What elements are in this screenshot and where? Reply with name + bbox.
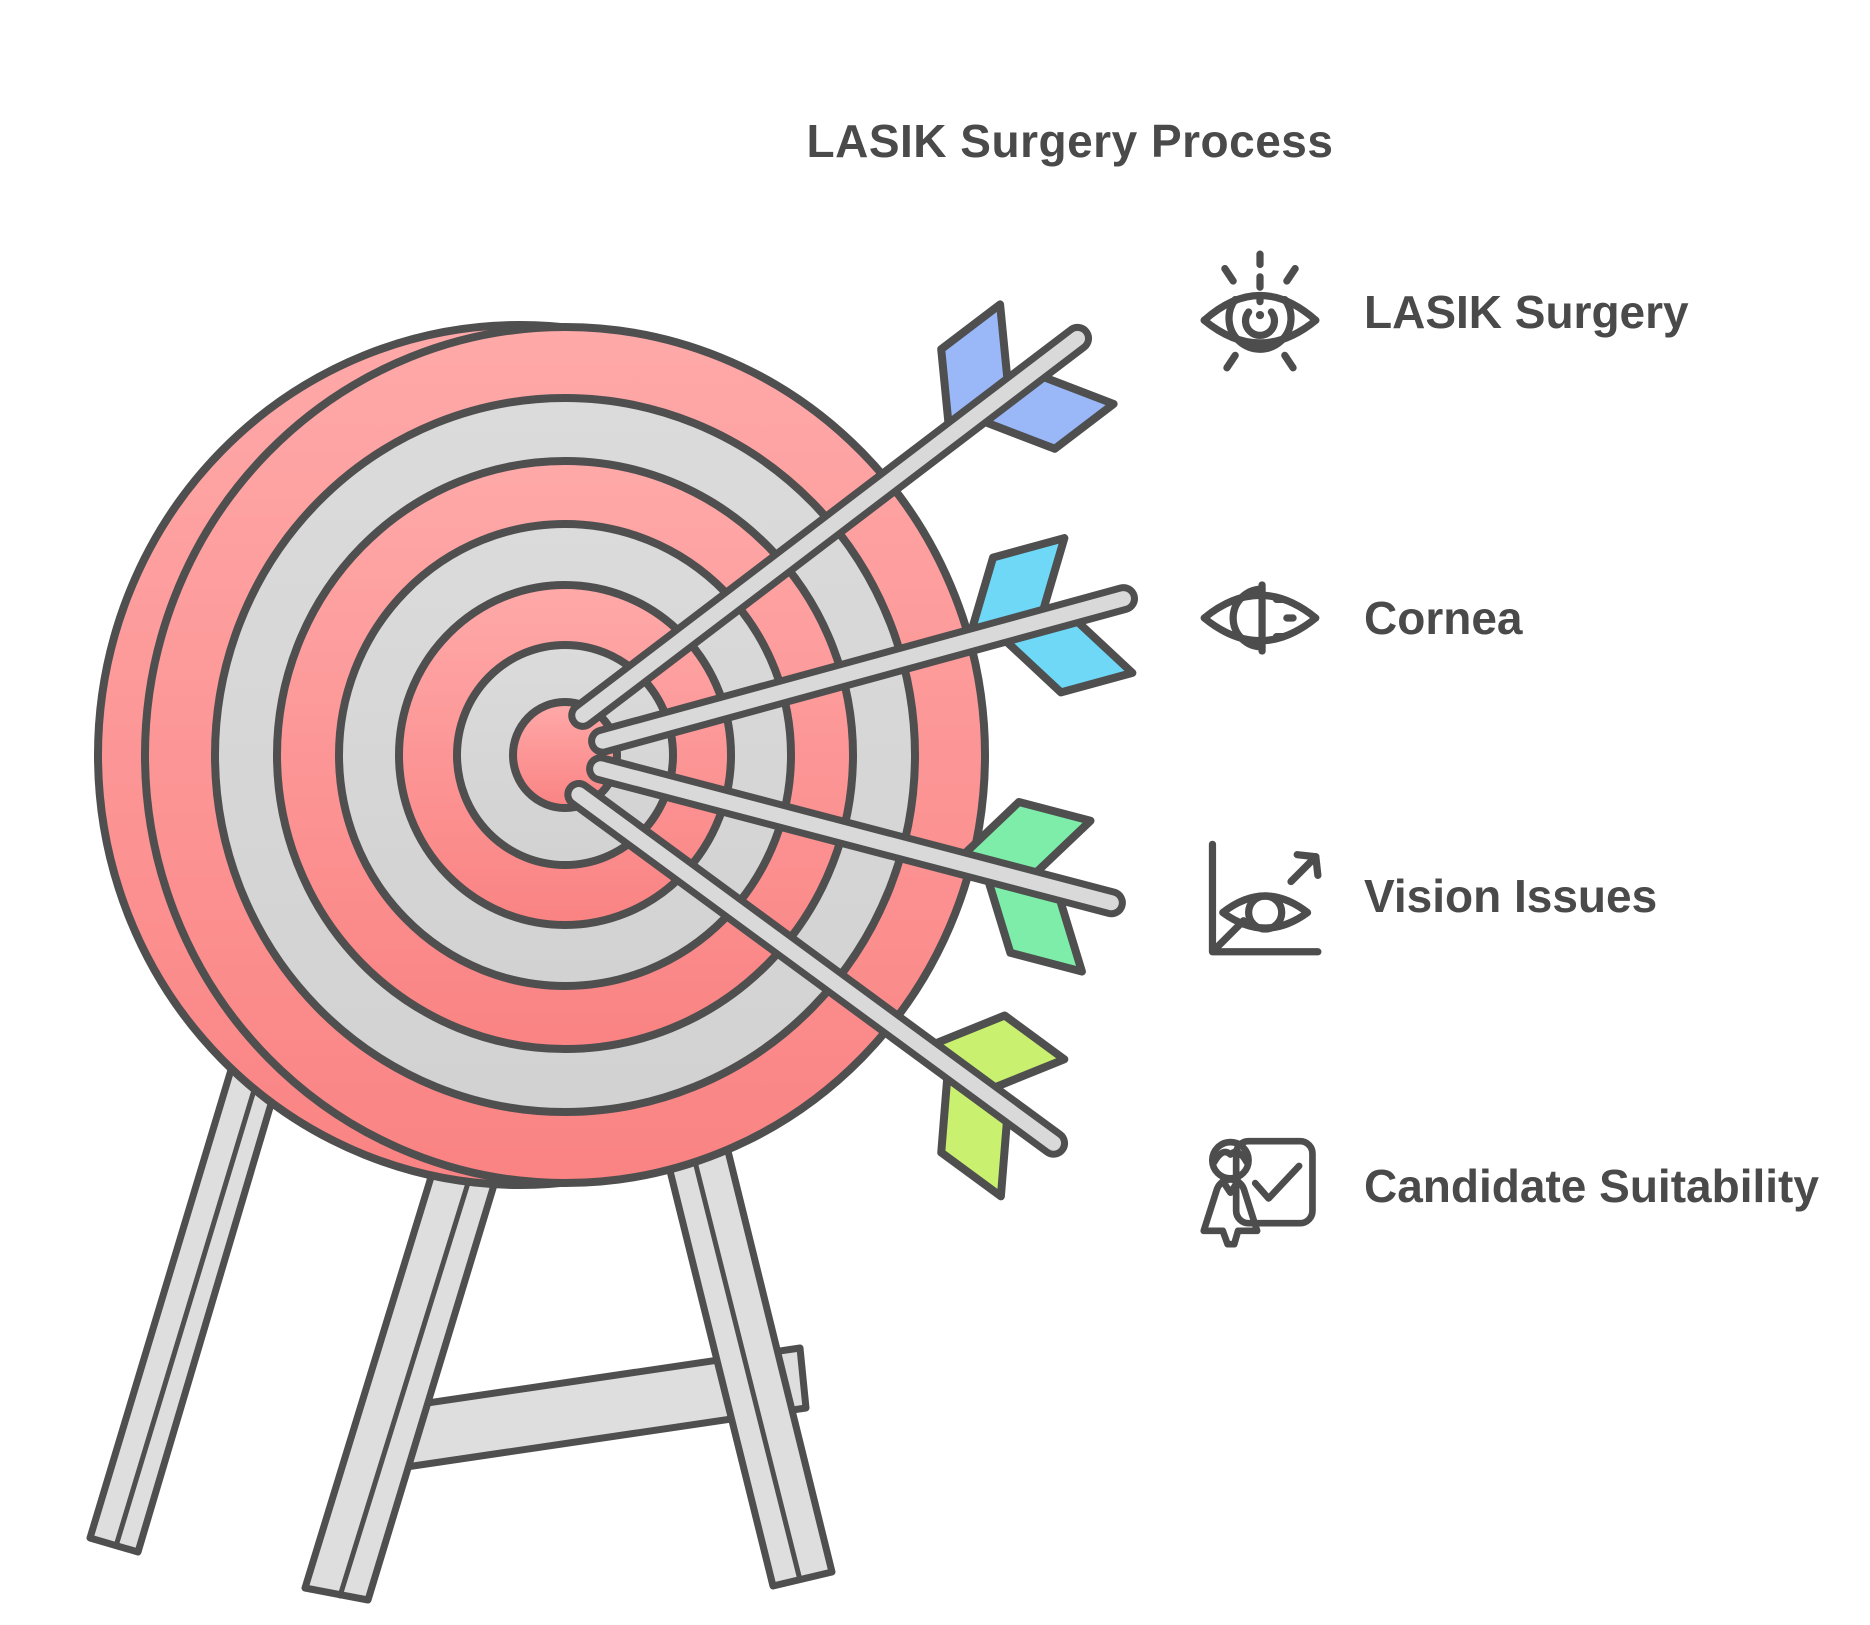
legend-label-vision-issues: Vision Issues (1364, 870, 1658, 922)
target-bullseye (509, 698, 621, 812)
arrow-cyan (588, 534, 1138, 756)
arrow-mint (586, 754, 1126, 976)
legend-item-cornea: Cornea (1198, 556, 1522, 680)
target-rings (141, 323, 989, 1187)
legend-item-vision-issues: Vision Issues (1198, 834, 1657, 958)
target-illustration (86, 300, 1138, 1604)
cornea-eye-icon (1200, 581, 1320, 655)
arrows (564, 300, 1138, 1201)
legend-item-candidate-suitability: Candidate Suitability (1198, 1124, 1819, 1248)
arrow-blue (568, 300, 1118, 730)
candidate-checkboard-icon (1200, 1137, 1316, 1248)
vision-chart-eye-icon (1208, 840, 1322, 956)
legend-label-lasik-surgery: LASIK Surgery (1364, 286, 1689, 338)
lasik-eye-laser-icon (1200, 250, 1320, 372)
legend-label-candidate-suitability: Candidate Suitability (1364, 1160, 1819, 1212)
page-title: LASIK Surgery Process (806, 115, 1334, 167)
legend-item-lasik-surgery: LASIK Surgery (1198, 250, 1689, 374)
legend-label-cornea: Cornea (1364, 592, 1523, 644)
arrow-lime (564, 780, 1069, 1201)
stand-legs (86, 1036, 836, 1604)
